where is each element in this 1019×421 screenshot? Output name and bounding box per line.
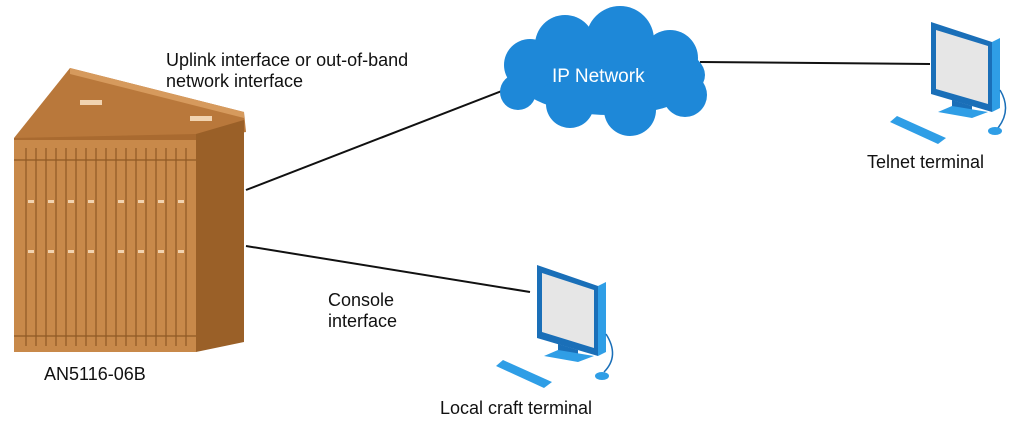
- uplink-label-line1: Uplink interface or out-of-band: [166, 50, 409, 70]
- console-label-line2: interface: [328, 311, 398, 331]
- telnet-terminal-label: Telnet terminal: [867, 152, 985, 172]
- device-name-label: AN5116-06B: [44, 364, 146, 384]
- uplink-connection-line: [245, 81, 526, 191]
- telnet-terminal-icon: [890, 22, 1007, 144]
- console-interface-label: Console interface: [328, 290, 397, 332]
- cloud-icon: [500, 6, 707, 136]
- uplink-interface-label: Uplink interface or out-of-band network …: [166, 50, 408, 92]
- ip-network-label: IP Network: [552, 66, 645, 87]
- olt-chassis-icon: [14, 68, 246, 352]
- console-label-line1: Console: [328, 290, 395, 310]
- telnet-connection-line: [699, 61, 931, 65]
- console-connection-line: [245, 245, 531, 293]
- local-terminal-icon: [496, 265, 614, 388]
- local-terminal-label: Local craft terminal: [440, 398, 593, 418]
- uplink-label-line2: network interface: [166, 71, 304, 91]
